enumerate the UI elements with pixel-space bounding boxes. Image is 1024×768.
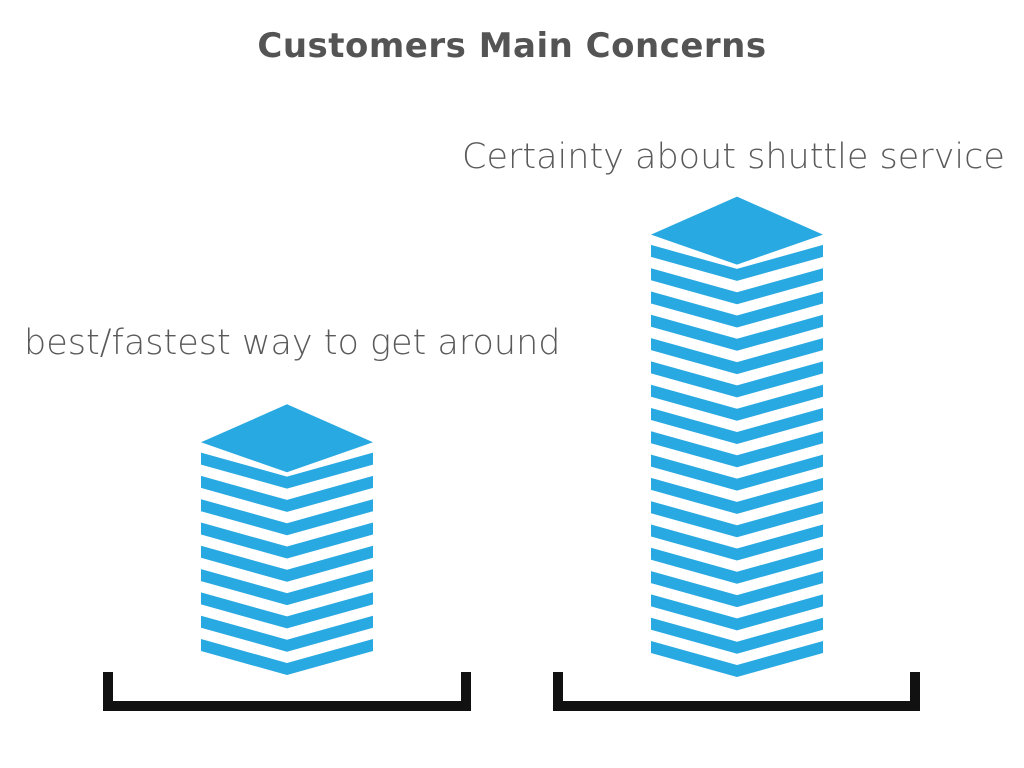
category-label-1: best/fastest way to get around <box>24 323 561 363</box>
stack-1-top <box>201 404 373 473</box>
stack-1 <box>201 404 373 675</box>
stack-1-layer <box>201 522 373 559</box>
stack-1-layer <box>201 475 373 512</box>
stack-2-layer <box>651 244 823 281</box>
stack-2-layer <box>651 408 823 444</box>
stack-2-layer <box>651 384 823 421</box>
stack-1-base-bracket <box>103 672 471 711</box>
chart-title: Customers Main Concerns <box>257 26 767 66</box>
stack-1-layer <box>201 615 373 652</box>
stack-1-layer <box>201 592 373 629</box>
stack-2-layer <box>651 291 823 328</box>
stack-2-layer <box>651 477 823 514</box>
stack-2-layer <box>651 431 823 468</box>
stack-2-layer <box>651 641 823 677</box>
stack-2 <box>651 196 823 677</box>
stack-2-layer <box>651 338 823 375</box>
stack-1-layer <box>201 452 373 489</box>
stack-2-layer <box>651 617 823 654</box>
stack-2-layer <box>651 524 823 561</box>
stack-1-layer <box>201 639 373 675</box>
stack-2-layer <box>651 547 823 584</box>
stack-2-layer <box>651 314 823 351</box>
stack-2-layer <box>651 361 823 398</box>
stack-1-layer <box>201 545 373 582</box>
stack-1-layer <box>201 569 373 606</box>
stack-2-layer <box>651 268 823 305</box>
stack-2-top <box>651 196 823 265</box>
stack-2-base-bracket <box>553 672 920 711</box>
stack-2-layer <box>651 501 823 538</box>
stack-1-layer <box>201 499 373 536</box>
stack-2-layer <box>651 454 823 491</box>
stack-2-layer <box>651 594 823 631</box>
stack-2-layer <box>651 571 823 608</box>
category-label-2: Certainty about shuttle service <box>462 137 1005 177</box>
